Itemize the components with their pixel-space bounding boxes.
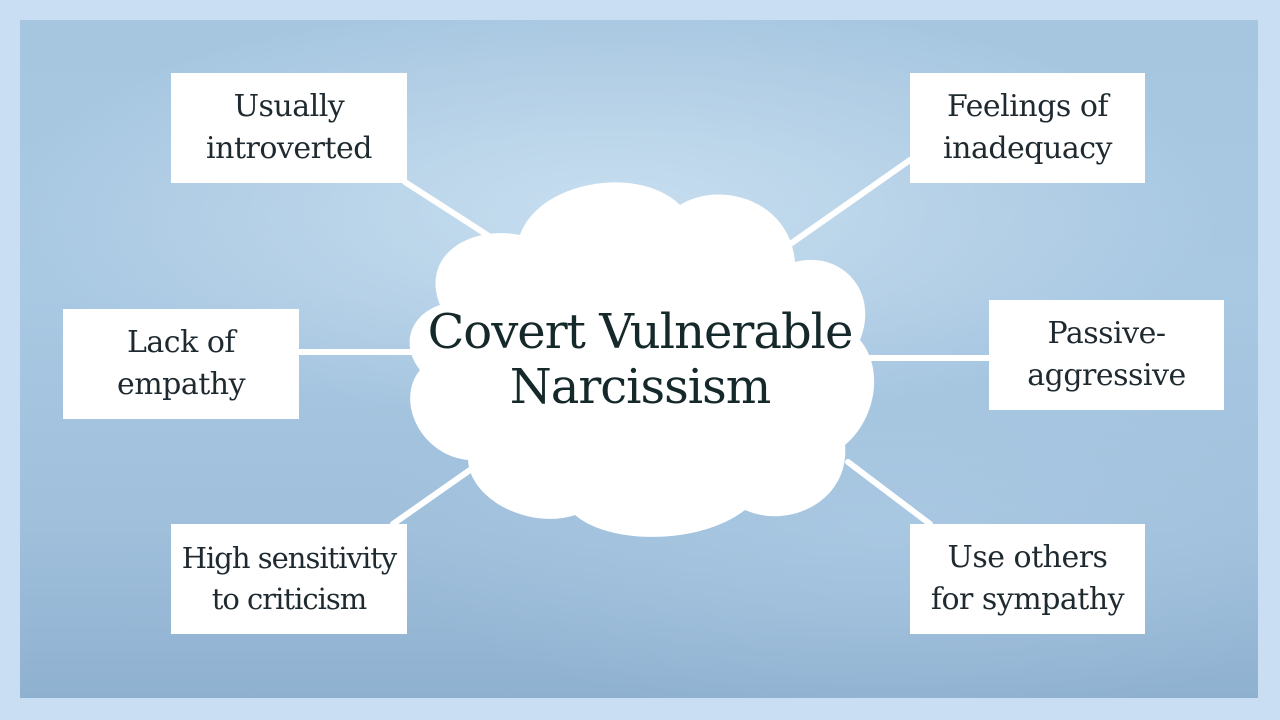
connector-usually-introverted [402,179,495,241]
node-high-sensitivity-to-criticism: High sensitivity to criticism [171,524,407,634]
node-feelings-of-inadequacy: Feelings of inadequacy [910,73,1145,183]
central-cloud [409,182,875,537]
connector-use-others [845,459,933,527]
node-usually-introverted: Usually introverted [171,73,407,183]
node-lack-of-empathy: Lack of empathy [63,309,299,419]
connector-high-sensitivity [390,467,473,527]
connector-feelings-of-inadequacy [783,157,913,250]
central-title: Covert Vulnerable Narcissism [427,303,854,415]
node-passive-aggressive: Passive- aggressive [989,300,1224,410]
node-use-others-for-sympathy: Use others for sympathy [910,524,1145,634]
